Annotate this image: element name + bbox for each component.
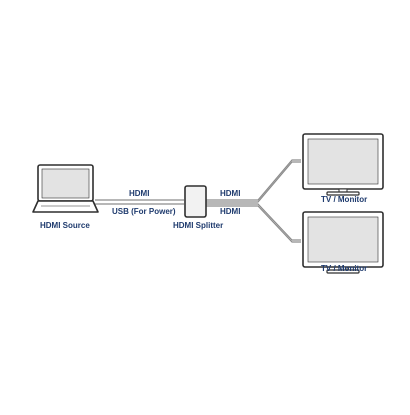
splitter-box-icon: [184, 185, 207, 218]
input-cable: [95, 199, 184, 205]
output-cable-top: [206, 159, 301, 203]
input-hdmi-cable-label: HDMI: [129, 189, 150, 198]
output-hdmi-label-top: HDMI: [220, 189, 241, 198]
monitor-icon: [302, 211, 384, 274]
output-cable-bottom: [206, 203, 301, 243]
display-label-bottom: TV / Monitor: [321, 264, 368, 273]
display-label-top: TV / Monitor: [321, 195, 368, 204]
laptop-icon: [32, 164, 99, 213]
source-label: HDMI Source: [40, 221, 90, 230]
monitor-icon: [302, 133, 384, 196]
usb-power-cable-label: USB (For Power): [112, 207, 176, 216]
splitter-label: HDMI Splitter: [173, 221, 224, 230]
output-hdmi-label-bottom: HDMI: [220, 207, 241, 216]
